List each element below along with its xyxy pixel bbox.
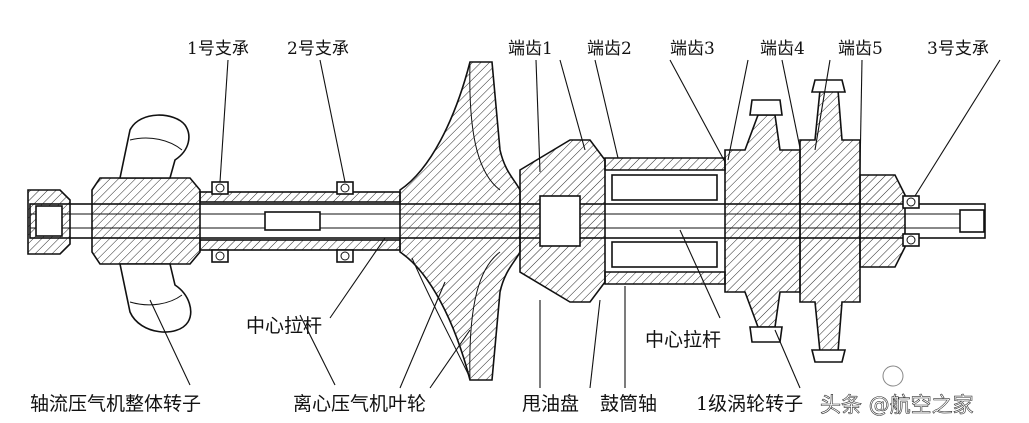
- axial-compressor-rotor: [91, 114, 201, 333]
- centrifugal-impeller: [399, 61, 521, 381]
- label-tooth-4: 端齿4: [760, 39, 805, 59]
- labels: 1号支承 2号支承 端齿1 端齿2 端齿3 端齿4 端齿5 3号支承 中心拉杆 …: [30, 39, 989, 415]
- label-bearing-1: 1号支承: [187, 39, 249, 59]
- leader-lines: [149, 59, 1001, 389]
- label-tooth-3: 端齿3: [670, 39, 715, 59]
- label-turbine-rotor: 1级涡轮转子: [696, 393, 803, 415]
- label-drum-shaft: 鼓筒轴: [600, 393, 657, 415]
- watermark: 头条 @航空之家: [820, 365, 974, 417]
- label-tie-rod-right: 中心拉杆: [645, 329, 721, 351]
- front-nose: [27, 189, 71, 255]
- turbine-rotor: [724, 79, 906, 363]
- label-axial-rotor: 轴流压气机整体转子: [30, 393, 201, 415]
- oil-slinger-drum: [519, 139, 606, 303]
- bearing-1: [211, 181, 229, 263]
- label-oil-slinger: 甩油盘: [522, 393, 579, 415]
- label-tie-rod-left: 中心拉杆: [246, 315, 322, 337]
- label-centrifugal-impeller: 离心压气机叶轮: [293, 393, 426, 415]
- watermark-text: 头条 @航空之家: [820, 393, 974, 417]
- label-bearing-3: 3号支承: [927, 39, 989, 59]
- label-tooth-2: 端齿2: [587, 39, 632, 59]
- bearing-3: [902, 195, 985, 247]
- label-tooth-1: 端齿1: [508, 39, 553, 59]
- bearing-2: [336, 181, 354, 263]
- drum-shaft: [604, 157, 726, 285]
- label-tooth-5: 端齿5: [838, 39, 883, 59]
- label-bearing-2: 2号支承: [287, 39, 349, 59]
